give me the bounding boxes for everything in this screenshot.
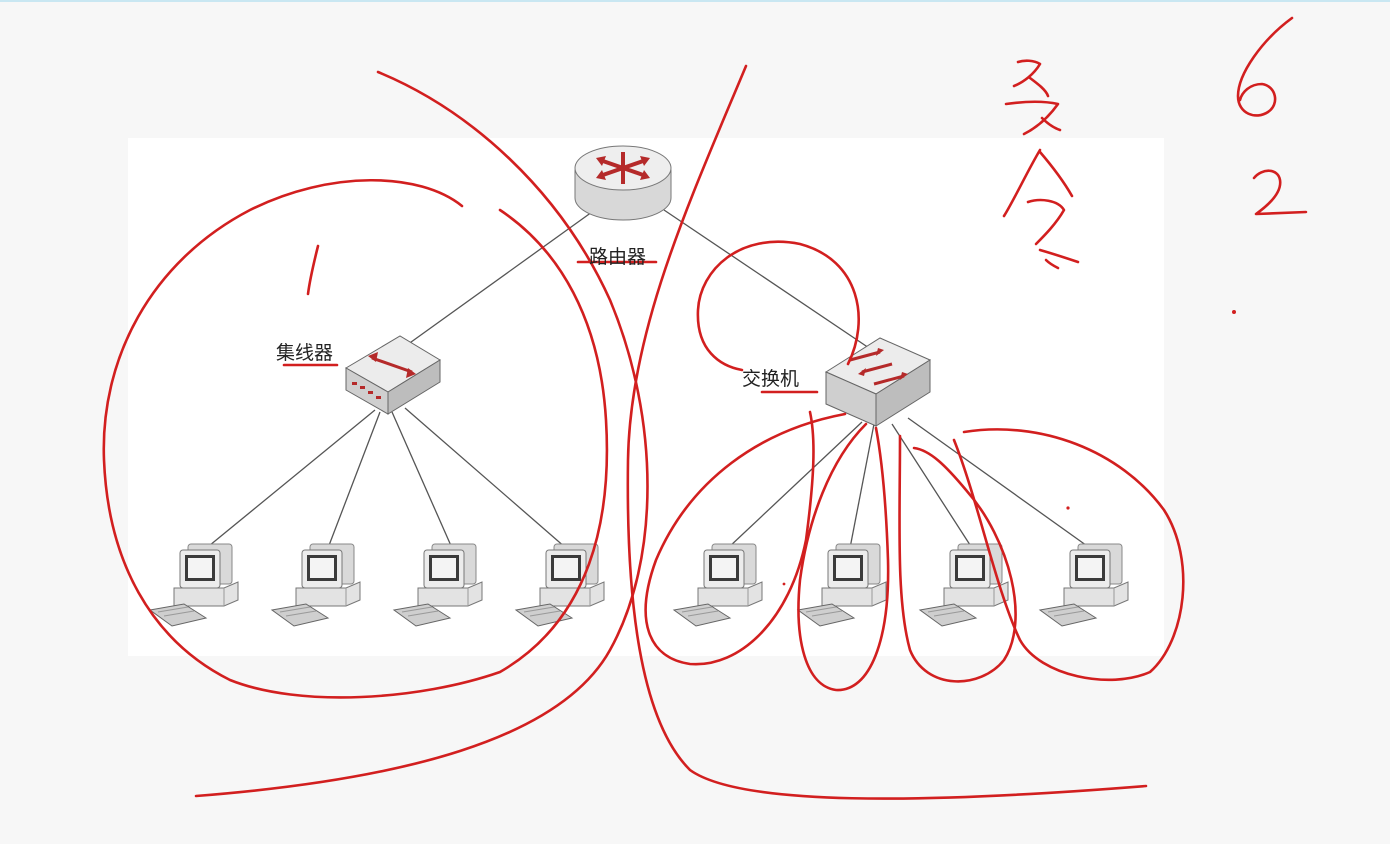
pc-icon [149,543,239,627]
link-switch-pc3 [891,423,973,549]
broadcast-domain-curve-left [194,70,649,798]
hub-domain-number-stroke [306,244,320,296]
router-label: 路由器 [589,246,647,268]
link-hub-pc1 [203,409,376,551]
link-router-switch [663,209,873,351]
broadcast-domain-curve-right [626,64,1148,800]
annotation-dot [1066,506,1070,510]
pc-icon [797,543,887,627]
switch-upper-loop [696,240,860,372]
switch-pc2-loop [797,422,890,692]
annotation-dot [1232,310,1236,314]
char-ge-strokes [1002,148,1080,270]
annotation-strokes [102,16,1308,800]
pc-icon [673,543,763,627]
links [203,209,1091,551]
switch-pc3-loop [898,434,1017,683]
hub-label: 集线器 [276,342,334,364]
window-top-border [0,0,1390,2]
digit-six-stroke [1236,16,1294,117]
switch-icon [824,337,932,427]
hub-icon [345,335,441,415]
digit-two-stroke [1252,169,1308,216]
pc-icon [1039,543,1129,627]
switch-label: 交换机 [742,368,800,390]
hub-collision-domain-loop [102,178,609,699]
char-duo-strokes [1004,59,1062,136]
hub-pc-group [149,543,605,627]
link-switch-pc2 [849,423,875,549]
pc-icon [271,543,361,627]
annotation-dot [782,582,786,586]
link-switch-pc1 [727,421,863,549]
link-hub-pc4 [404,407,567,549]
link-hub-pc3 [391,411,453,549]
pc-icon [393,543,483,627]
switch-pc1-loop [644,410,847,666]
switch-pc4-loop [952,428,1185,682]
link-switch-pc4 [907,417,1091,549]
router-icon [574,145,672,221]
pc-icon [919,543,1009,627]
link-router-hub [399,211,593,351]
link-hub-pc2 [327,411,381,549]
